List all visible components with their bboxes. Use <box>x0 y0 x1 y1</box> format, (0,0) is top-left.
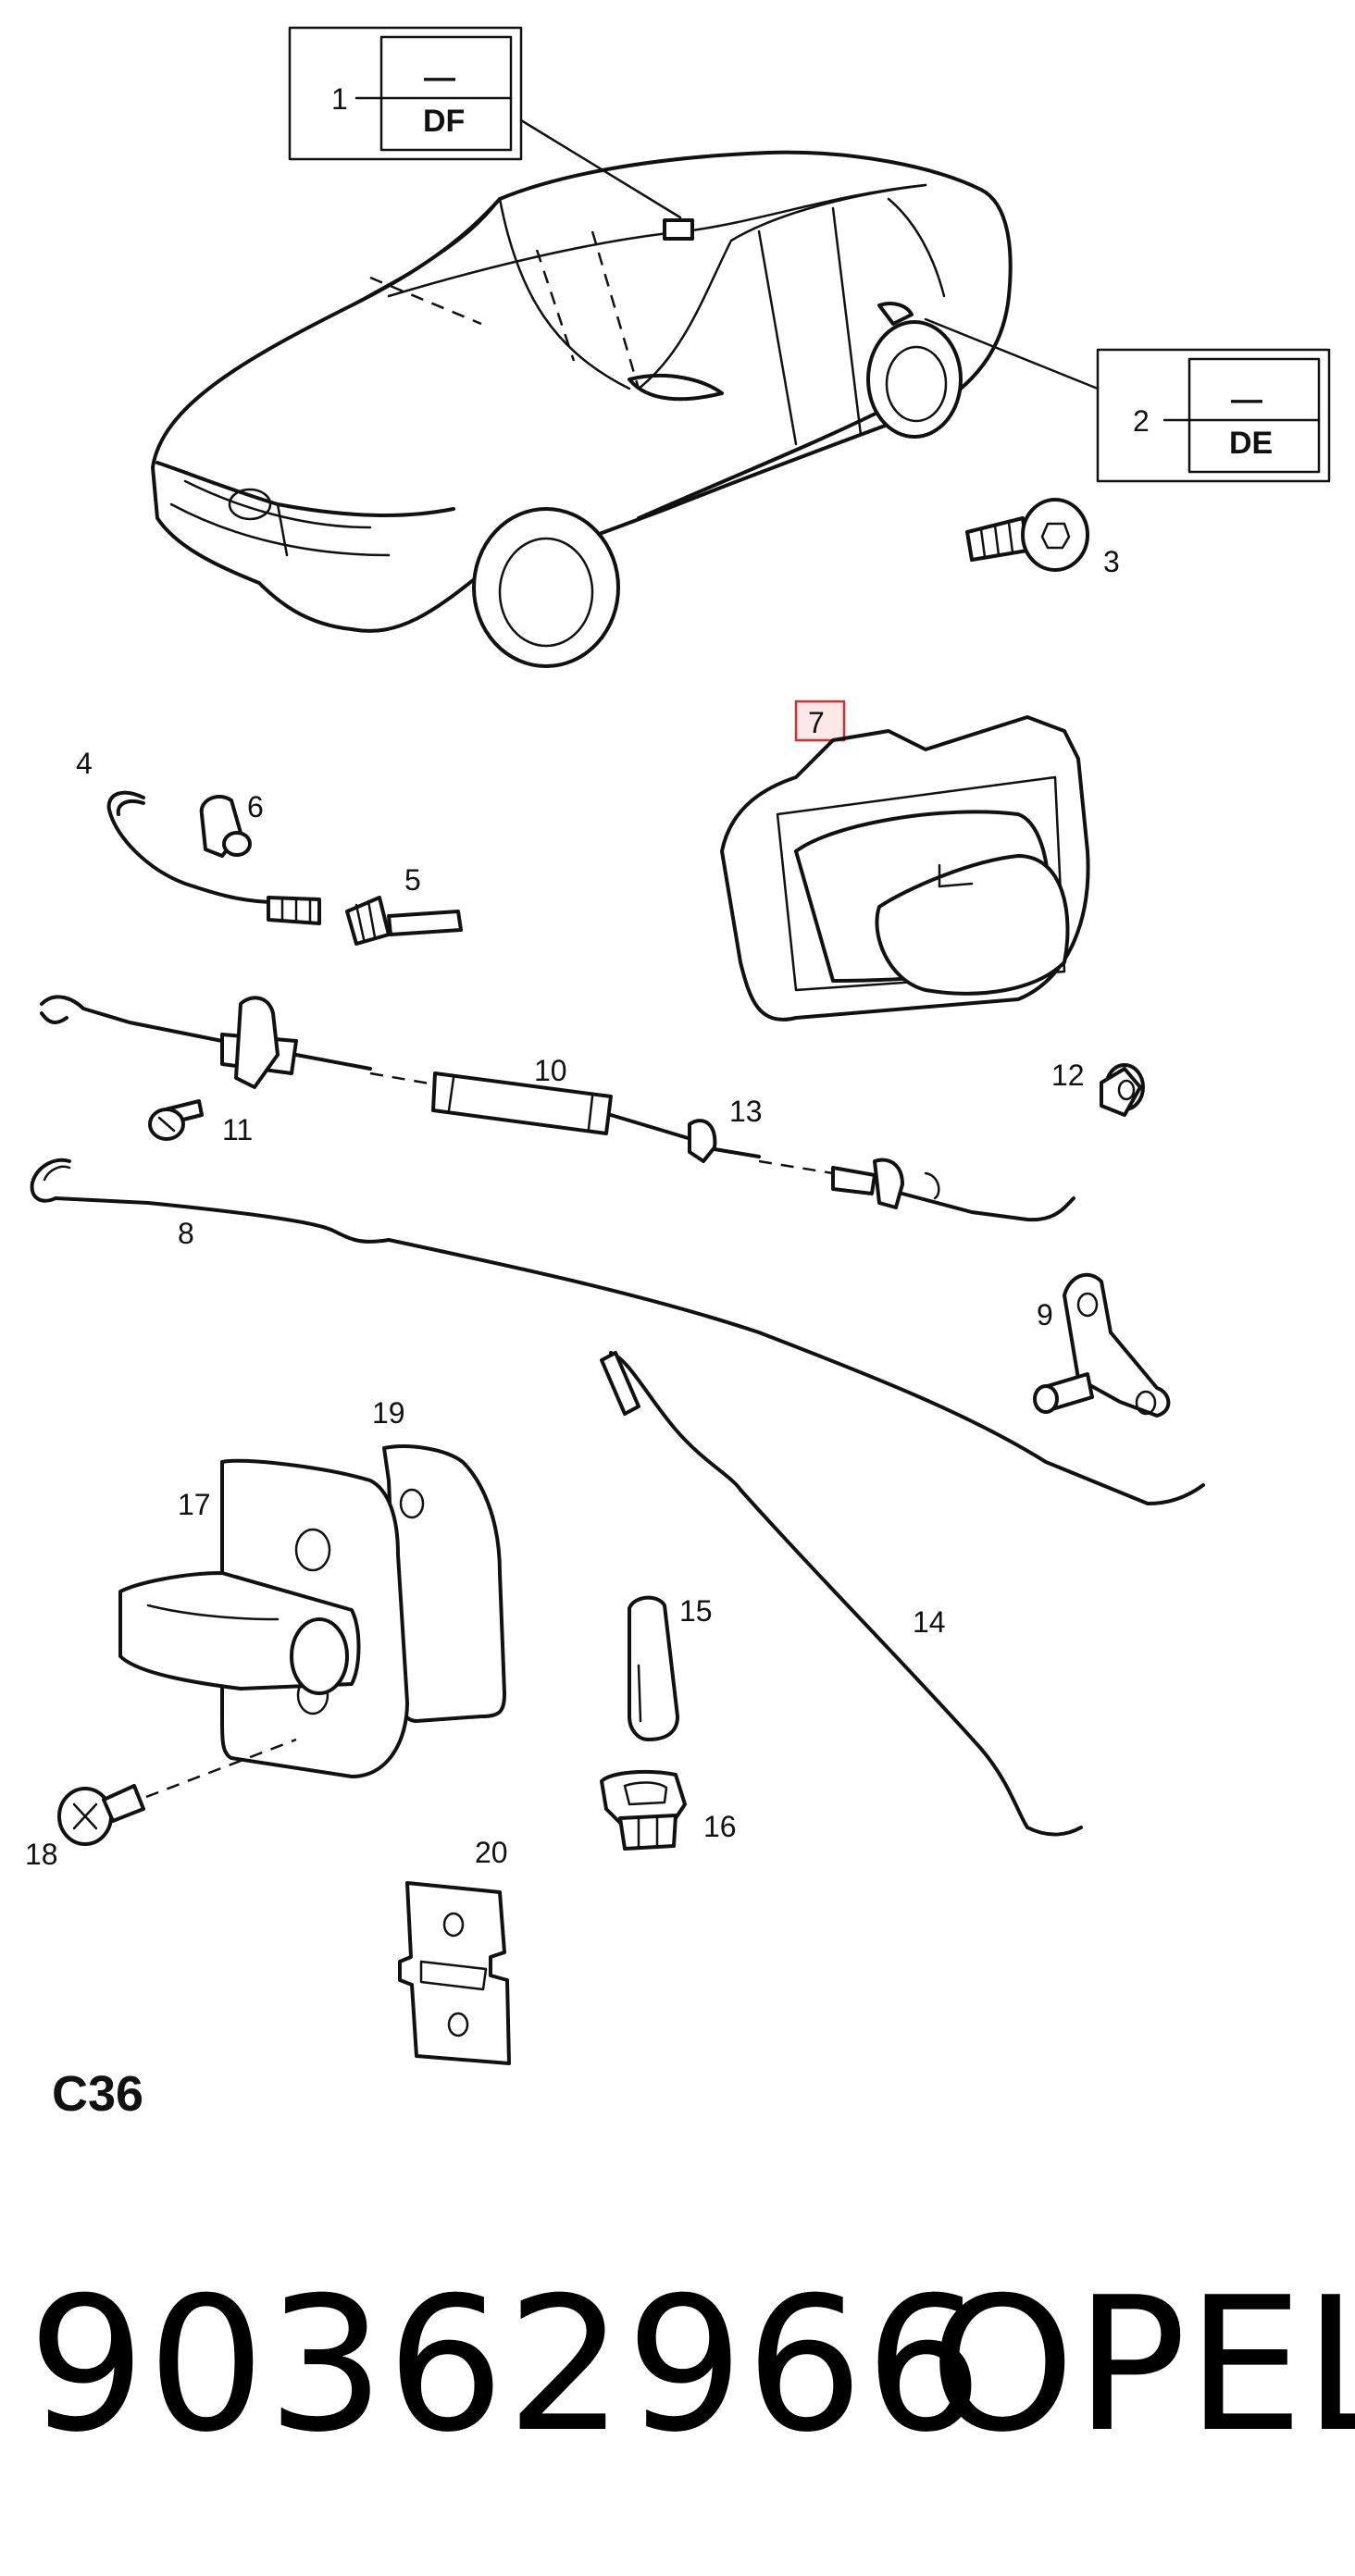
inset-box-de: — DE 2 <box>924 317 1331 483</box>
part-12-clip: 12 <box>1051 1059 1145 1117</box>
callout-4: 4 <box>76 747 93 780</box>
callout-16: 16 <box>703 1810 737 1843</box>
part-6-clip: 6 <box>199 790 264 858</box>
de-dash: — <box>1231 382 1262 417</box>
callout-5: 5 <box>404 863 421 897</box>
part-3-screw: 3 <box>965 498 1120 578</box>
callout-1: 1 <box>331 82 348 116</box>
callout-13: 13 <box>729 1095 763 1128</box>
callout-10: 10 <box>534 1054 567 1087</box>
part-14-rod: 14 <box>600 1351 1083 1837</box>
car-illustration <box>151 150 1013 668</box>
df-label: DF <box>423 104 465 139</box>
part-9-bracket: 9 <box>1033 1272 1171 1418</box>
df-dash: — <box>424 60 455 95</box>
part-18-screw: 18 <box>25 1738 297 1871</box>
callout-17: 17 <box>178 1488 211 1521</box>
part-5-gear-pin: 5 <box>345 863 463 946</box>
callout-8: 8 <box>178 1217 194 1250</box>
callout-9: 9 <box>1037 1298 1053 1331</box>
callout-2: 2 <box>1133 404 1150 438</box>
callout-18: 18 <box>25 1838 58 1871</box>
part-17-hinge: 17 19 <box>118 1396 506 1778</box>
callout-14: 14 <box>913 1605 946 1639</box>
callout-7-highlight <box>794 700 846 742</box>
part-8-long-rod: 8 <box>30 1158 1205 1505</box>
callout-6: 6 <box>247 790 264 824</box>
callout-20: 20 <box>475 1836 508 1869</box>
part-7-door-handle: 7 <box>720 700 1090 1022</box>
part-16-bushing: 16 <box>600 1769 737 1851</box>
de-label: DE <box>1229 426 1273 461</box>
inset-box-df: — DF 1 <box>288 26 682 219</box>
part-15-cap: 15 <box>628 1594 713 1741</box>
part-number: 90362966 <box>28 2258 985 2473</box>
part-4-rod: 4 <box>76 747 321 925</box>
part-10-cable-assembly: 10 13 11 <box>40 995 1075 1222</box>
brand-name: OPEL <box>929 2258 1355 2473</box>
callout-7: 7 <box>808 706 825 739</box>
diagram-code: C36 <box>52 2066 144 2122</box>
callout-11: 11 <box>222 1113 253 1146</box>
callout-3: 3 <box>1103 545 1120 578</box>
callout-19: 19 <box>372 1396 405 1430</box>
callout-15: 15 <box>679 1594 713 1628</box>
callout-12: 12 <box>1051 1059 1085 1092</box>
part-20-plate: 20 <box>398 1836 511 2065</box>
